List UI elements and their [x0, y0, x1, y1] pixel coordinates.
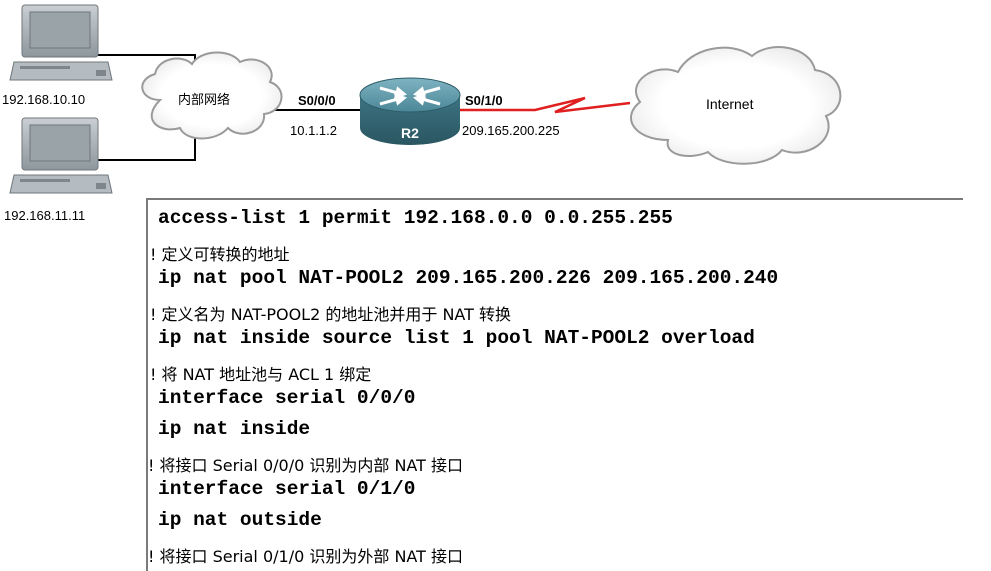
left-interface-label: S0/0/0	[298, 93, 336, 108]
pc1-ip-label: 192.168.10.10	[2, 92, 85, 107]
config-line-2: ip nat pool NAT-POOL2 209.165.200.226 20…	[158, 267, 778, 289]
right-interface-ip-label: 209.165.200.225	[462, 123, 560, 138]
config-line-5: ip nat inside	[158, 418, 310, 440]
inside-network-label: 内部网络	[178, 89, 230, 108]
config-line-1: access-list 1 permit 192.168.0.0 0.0.255…	[158, 207, 673, 229]
left-interface-ip-label: 10.1.1.2	[290, 123, 337, 138]
router-name-label: R2	[401, 125, 419, 141]
config-comment-2: ! 定义名为 NAT-POOL2 的地址池并用于 NAT 转换	[150, 301, 511, 325]
config-line-4: interface serial 0/0/0	[158, 387, 415, 409]
right-interface-label: S0/1/0	[465, 93, 503, 108]
internet-label: Internet	[706, 96, 753, 112]
config-comment-5: ! 将接口 Serial 0/1/0 识别为外部 NAT 接口	[148, 543, 463, 567]
pc2-link	[98, 135, 195, 160]
config-line-3: ip nat inside source list 1 pool NAT-POO…	[158, 327, 755, 349]
computer-icon-1	[10, 5, 112, 80]
computer-icon-2	[10, 118, 112, 193]
config-panel: access-list 1 permit 192.168.0.0 0.0.255…	[146, 198, 963, 571]
config-comment-3: ! 将 NAT 地址池与 ACL 1 绑定	[150, 361, 371, 385]
pc2-ip-label: 192.168.11.11	[4, 208, 85, 223]
config-comment-4: ! 将接口 Serial 0/0/0 识别为内部 NAT 接口	[148, 452, 463, 476]
config-line-6: interface serial 0/1/0	[158, 478, 415, 500]
config-line-7: ip nat outside	[158, 509, 322, 531]
config-comment-1: ! 定义可转换的地址	[150, 241, 290, 265]
